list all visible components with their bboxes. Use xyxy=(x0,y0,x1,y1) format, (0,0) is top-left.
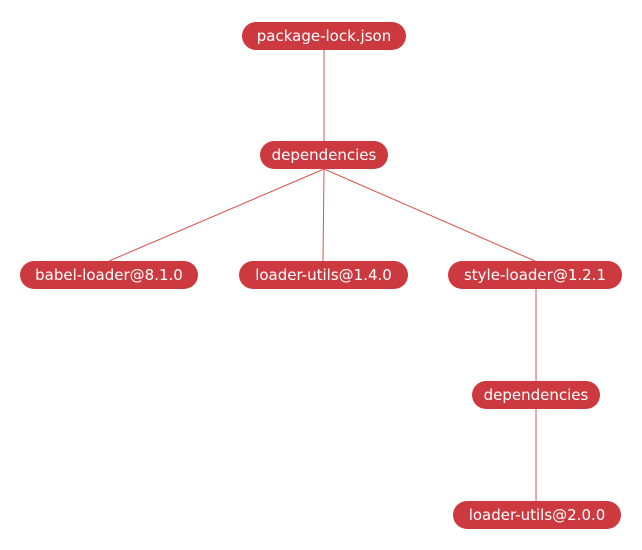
edge-dependencies-to-babel-loader xyxy=(108,168,325,262)
node-loader-utils-1-4-0: loader-utils@1.4.0 xyxy=(239,261,408,289)
edge-dependencies-to-loader-utils-1 xyxy=(322,168,325,262)
node-loader-utils-2-0-0: loader-utils@2.0.0 xyxy=(453,501,621,529)
node-style-loader: style-loader@1.2.1 xyxy=(448,261,622,289)
node-dependencies-top: dependencies xyxy=(260,141,388,169)
edge-dependencies-to-style-loader xyxy=(323,168,536,262)
node-package-lock-json: package-lock.json xyxy=(242,22,406,50)
node-babel-loader: babel-loader@8.1.0 xyxy=(20,261,198,289)
node-dependencies-nested: dependencies xyxy=(472,381,600,409)
